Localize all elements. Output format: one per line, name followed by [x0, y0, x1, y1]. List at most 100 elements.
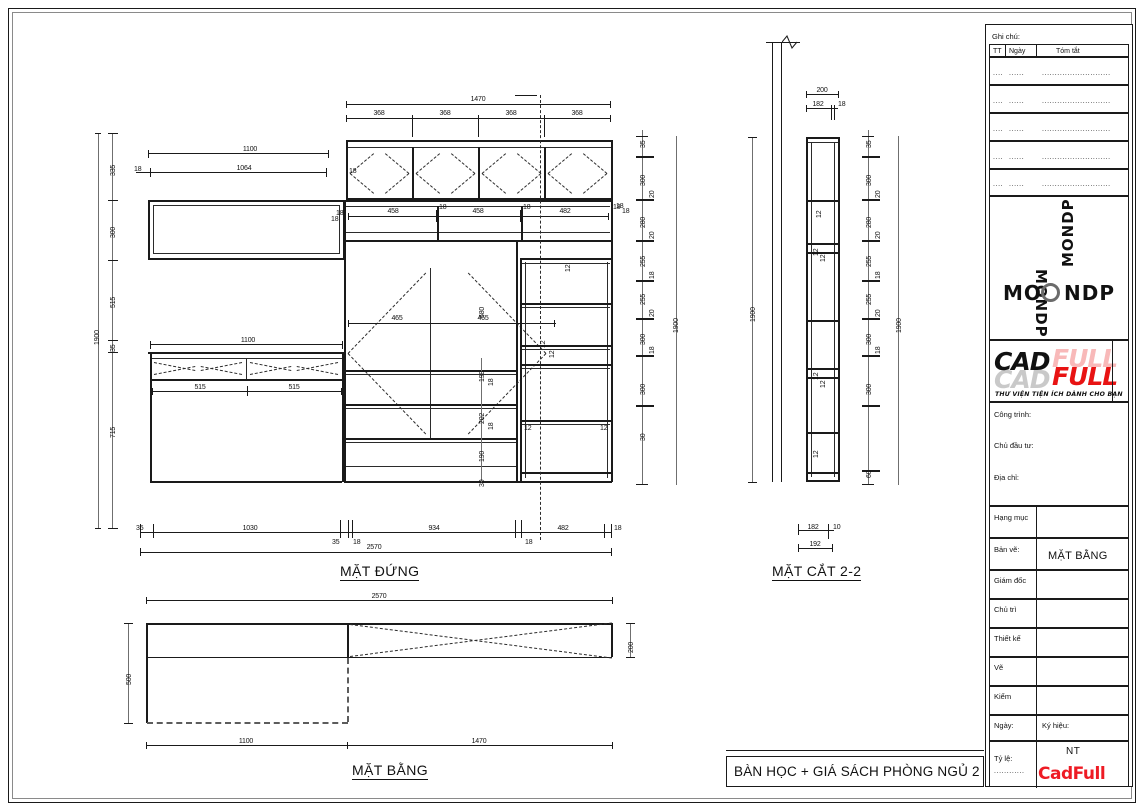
notes-cell-tt: ....	[993, 126, 1004, 133]
dim-left-335: 335	[110, 164, 117, 176]
dim-tick	[544, 115, 545, 137]
dim-section-height-1900: 1900	[750, 307, 757, 322]
section-shelf	[806, 368, 840, 371]
date-label: Ngày:	[994, 721, 1014, 730]
dim-plan-depth-200: 200	[628, 641, 635, 653]
dim-tick	[247, 386, 248, 396]
wall-line	[772, 42, 773, 482]
right-shelf-edge	[522, 368, 610, 369]
notes-row: .... ...... ...........................	[989, 57, 1129, 85]
dim-tick	[342, 341, 343, 349]
section-shelf	[806, 243, 840, 246]
dim-centre-580: 580	[479, 306, 486, 318]
notes-row: .... ...... ...........................	[989, 169, 1129, 196]
dim-line-1100-lower	[150, 344, 342, 345]
dim-section-200: 200	[816, 87, 828, 94]
row-label: Thiết kế	[994, 634, 1021, 643]
notes-row: .... ...... ...........................	[989, 113, 1129, 141]
dim-tick	[150, 168, 151, 177]
dim-section-thickness-12: 12	[813, 372, 820, 380]
dim-sec-18: 18	[875, 346, 882, 354]
dim-line-465	[348, 323, 556, 324]
wall-break-line	[766, 42, 800, 43]
section-shelf	[806, 472, 840, 475]
row-ban-ve: Bản vẽ: MẶT BẰNG	[989, 538, 1129, 571]
upper-bank-left	[346, 140, 348, 200]
row-tyle-nt: Tỷ lệ: ............ NT CadFull	[989, 741, 1129, 788]
row-label: Kiểm	[994, 692, 1012, 701]
dim-right-300: 300	[640, 333, 647, 345]
bottom-title-rule	[726, 750, 984, 751]
dim-line-1470	[346, 104, 610, 105]
dim-drawer-right-515: 515	[288, 384, 300, 391]
row-value-ban-ve: MẶT BẰNG	[1048, 550, 1108, 562]
row-label: Bản vẽ:	[994, 545, 1020, 554]
section-shelf	[806, 320, 840, 322]
dim-right-18: 18	[649, 271, 656, 279]
dim-tick	[862, 156, 880, 158]
dim-tick	[124, 723, 133, 724]
dim-bottom-1030: 1030	[242, 525, 258, 532]
notes-col-tomtat: Tóm tắt	[1056, 48, 1080, 55]
row-sep	[1036, 629, 1037, 658]
mondp-left-text: MO	[1003, 281, 1042, 305]
dim-tick	[611, 548, 612, 556]
dim-tick	[612, 597, 613, 604]
centre-shelf-edge	[346, 442, 516, 443]
notes-cell-ngay: ......	[1009, 181, 1025, 188]
dim-section-thickness-12: 12	[820, 380, 827, 388]
dim-tick	[610, 115, 611, 122]
cad-text: CAD	[994, 347, 1050, 376]
row-ngay-kyhieu: Ngày: Ký hiệu:	[989, 715, 1129, 742]
upper-bank-top	[346, 140, 612, 142]
drawer-divider	[246, 358, 247, 379]
dim-line-plan-bottom	[146, 745, 612, 746]
dim-section-thickness-12: 12	[813, 450, 820, 458]
cabinet-upper-left-bottom	[148, 258, 344, 260]
dim-tick	[862, 405, 880, 407]
right-shelf-edge	[522, 307, 610, 308]
dim-ext-line	[630, 623, 631, 657]
dim-shelf-30: 30	[479, 479, 486, 487]
row-label: Chủ trì	[994, 605, 1017, 614]
dim-tick	[828, 524, 829, 539]
dim-chain-line	[481, 358, 482, 483]
upper-bank-bottom	[346, 198, 612, 200]
notes-cell-ngay: ......	[1009, 70, 1025, 77]
mid-band-inner	[346, 232, 610, 233]
cabinet-panel-line	[339, 205, 340, 254]
dim-tick	[862, 318, 880, 320]
right-shelf	[520, 472, 612, 474]
dim-thickness-18: 18	[439, 204, 447, 211]
dim-bottom-18: 18	[353, 539, 361, 546]
notes-title-cell: Ghi chú:	[989, 28, 1129, 44]
dim-thickness-18: 18	[616, 203, 624, 210]
cadfull-tagline: THƯ VIỆN TIỆN ÍCH DÀNH CHO BẠN	[995, 391, 1123, 398]
bottom-title-text: BÀN HỌC + GIÁ SÁCH PHÒNG NGỦ 2	[734, 764, 980, 779]
dim-tick	[806, 91, 807, 98]
centre-shelf	[346, 438, 516, 440]
dim-left-300: 300	[110, 226, 117, 238]
dim-shelf-190: 190	[479, 450, 486, 462]
desk-left-edge	[150, 352, 152, 482]
sheet-border-inner	[12, 12, 1132, 799]
dim-tick	[798, 544, 799, 552]
notes-cell-tomtat: ...........................	[1042, 181, 1111, 188]
dim-right-30: 30	[640, 433, 647, 441]
dim-tick	[326, 168, 327, 177]
dim-right-35: 35	[640, 140, 647, 148]
dim-tick	[636, 156, 654, 158]
dim-line-182-10	[798, 530, 834, 531]
dim-thickness-18: 18	[336, 210, 344, 217]
dim-tick	[150, 341, 151, 349]
dim-right-20: 20	[649, 231, 656, 239]
dim-tick	[146, 597, 147, 604]
dim-leader	[136, 172, 150, 173]
desk-right-edge	[342, 352, 344, 482]
plan-right-edge	[611, 623, 613, 657]
dim-tick	[140, 548, 141, 556]
sheet-border-outer	[8, 8, 1136, 803]
dim-bottom-35b: 35	[332, 539, 340, 546]
dim-ext-line	[676, 136, 677, 485]
dim-bottom-35: 35	[136, 525, 144, 532]
